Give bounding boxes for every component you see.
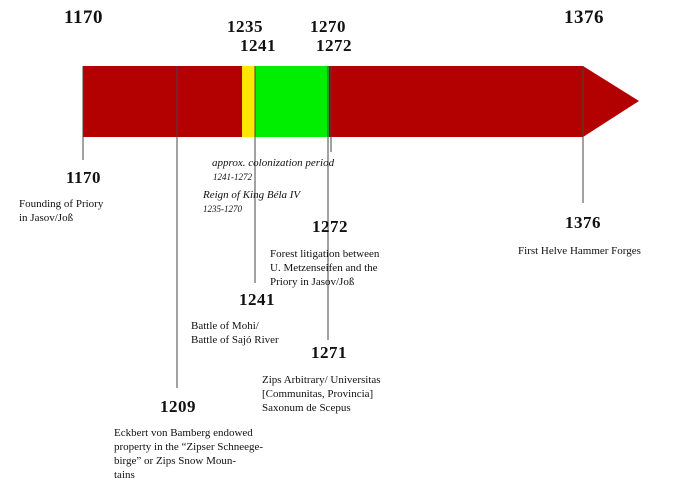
event-1209-line2: property in the “Zipser Schneege-	[114, 441, 264, 453]
event-1271-year: 1271	[311, 343, 347, 362]
top-label-1272: 1272	[316, 36, 352, 55]
event-1209-line1: Eckbert von Bamberg endowed	[114, 427, 253, 439]
event-1272-line2: U. Metzenseifen and the	[270, 262, 378, 274]
colonization-period-band	[255, 66, 329, 137]
event-1241-year: 1241	[239, 290, 275, 309]
event-1272-year: 1272	[312, 217, 348, 236]
bela-label: Reign of King Béla IV	[203, 189, 301, 201]
timeline-arrow	[83, 66, 639, 137]
bela-period-band	[242, 66, 255, 137]
end-year-label: 1376	[564, 7, 604, 28]
event-1272-line3: Priory in Jasov/Joß	[270, 276, 355, 288]
event-1241-line1: Battle of Mohi/	[191, 320, 259, 332]
event-1209-line4: tains	[114, 469, 135, 481]
event-1271-line3: Saxonum de Scepus	[262, 402, 351, 414]
event-1170-line1: Founding of Priory	[19, 198, 104, 210]
event-1376-line1: First Helve Hammer Forges	[518, 245, 641, 257]
top-label-1235: 1235	[227, 17, 263, 36]
top-label-1270: 1270	[310, 17, 346, 36]
event-1272-line1: Forest litigation between	[270, 248, 380, 260]
event-1241-line2: Battle of Sajó River	[191, 334, 279, 346]
colonization-label: approx. colonization period	[212, 157, 335, 169]
start-year-label: 1170	[64, 7, 103, 28]
event-1170-line2: in Jasov/Joß	[19, 212, 74, 224]
event-1170-year: 1170	[66, 168, 102, 187]
colonization-range: 1241-1272	[213, 172, 252, 182]
event-1271-line1: Zips Arbitrary/ Universitas	[262, 374, 381, 386]
bela-range: 1235-1270	[203, 204, 242, 214]
top-label-1241: 1241	[240, 36, 276, 55]
event-1271-line2: [Communitas, Provincia]	[262, 388, 374, 400]
event-1209-line3: birge” or Zips Snow Moun-	[114, 455, 237, 467]
event-1376-year: 1376	[565, 213, 601, 232]
event-1209-year: 1209	[160, 397, 196, 416]
